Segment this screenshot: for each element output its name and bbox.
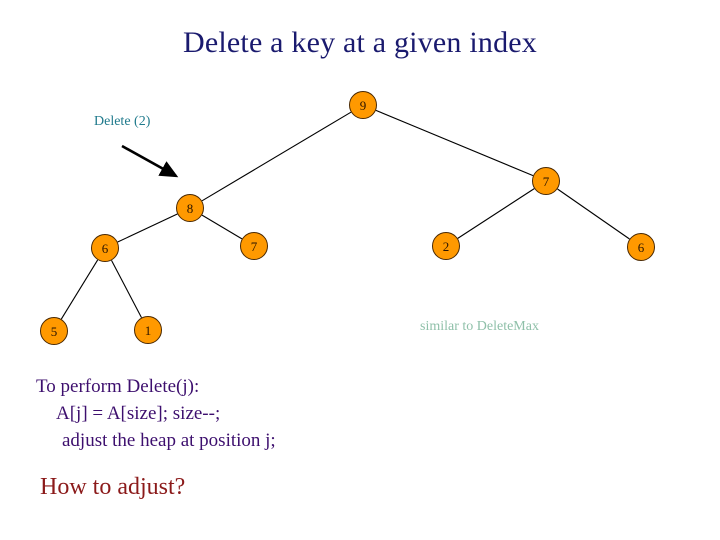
tree-edge <box>201 111 352 202</box>
procedure-line-3: adjust the heap at position j; <box>62 429 276 451</box>
tree-node-6-n3[interactable]: 6 <box>91 234 119 262</box>
tree-edge <box>457 188 535 239</box>
tree-edge <box>375 109 534 177</box>
how-to-adjust-question: How to adjust? <box>40 474 186 500</box>
procedure-line-2: A[j] = A[size]; size--; <box>56 402 221 424</box>
tree-node-5-n7[interactable]: 5 <box>40 317 68 345</box>
tree-node-6-n6[interactable]: 6 <box>627 233 655 261</box>
page-title: Delete a key at a given index <box>183 26 537 59</box>
similar-to-deletemax-label: similar to DeleteMax <box>420 319 539 334</box>
tree-edge <box>111 260 142 318</box>
tree-edge <box>557 188 630 240</box>
procedure-text-block: To perform Delete(j): A[j] = A[size]; si… <box>36 374 276 455</box>
delete-annotation-label: Delete (2) <box>94 114 151 129</box>
tree-node-8-n1[interactable]: 8 <box>176 194 204 222</box>
tree-node-7-n2[interactable]: 7 <box>532 167 560 195</box>
tree-node-2-n5[interactable]: 2 <box>432 232 460 260</box>
delete-pointer-arrow <box>121 144 179 178</box>
tree-edge <box>117 213 178 243</box>
procedure-line-1: To perform Delete(j): <box>36 376 200 397</box>
tree-edge <box>201 214 243 240</box>
tree-edge <box>60 259 99 320</box>
tree-node-7-n4[interactable]: 7 <box>240 232 268 260</box>
tree-edge-layer <box>60 109 630 320</box>
tree-node-1-n8[interactable]: 1 <box>134 316 162 344</box>
tree-node-9-n0[interactable]: 9 <box>349 91 377 119</box>
